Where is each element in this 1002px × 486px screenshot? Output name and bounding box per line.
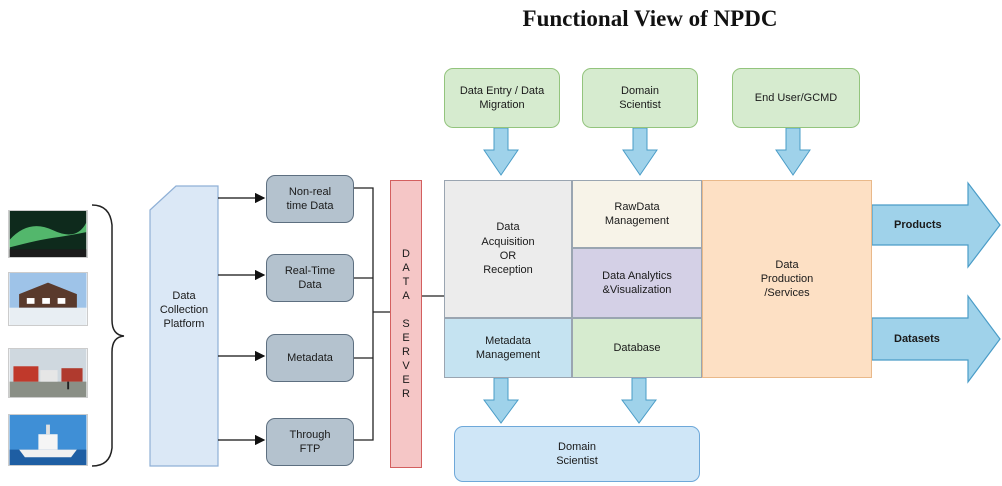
data-server-letter: R: [402, 388, 410, 400]
metadata-box: Metadata: [266, 334, 354, 382]
station-building-photo: [8, 272, 88, 326]
products-label: Products: [894, 219, 942, 231]
non-real-time-data-box: Non-real time Data: [266, 175, 354, 223]
products-arrow: [871, 181, 1001, 269]
down-arrow-data-entry: [483, 127, 519, 176]
data-server-letter: T: [402, 276, 410, 288]
metadata-management-module: Metadata Management: [444, 318, 572, 378]
diagram-title: Functional View of NPDC: [522, 6, 778, 31]
data-analytics-visualization-module: Data Analytics &Visualization: [572, 248, 702, 318]
down-arrow-domain-scientist: [622, 127, 658, 176]
photo-group-bracket: [91, 204, 125, 467]
data-server-letter: E: [402, 332, 410, 344]
data-server-bar: D A T A S E R V E R: [390, 180, 422, 468]
data-acquisition-module: Data Acquisition OR Reception: [444, 180, 572, 318]
data-collection-platform: Data Collection Platform: [159, 289, 209, 331]
data-server-letter: A: [402, 262, 410, 274]
through-ftp-box: Through FTP: [266, 418, 354, 466]
end-user-gcmd-box: End User/GCMD: [732, 68, 860, 128]
research-vessel-photo: [8, 414, 88, 466]
database-module: Database: [572, 318, 702, 378]
data-server-letter: S: [402, 318, 410, 330]
feeds-to-server-bracket: [354, 187, 390, 441]
datasets-arrow: [871, 294, 1001, 384]
datasets-label: Datasets: [894, 333, 940, 345]
rawdata-management-module: RawData Management: [572, 180, 702, 248]
data-entry-migration-box: Data Entry / Data Migration: [444, 68, 560, 128]
domain-scientist-bottom-box: Domain Scientist: [454, 426, 700, 482]
real-time-data-box: Real-Time Data: [266, 254, 354, 302]
down-arrow-database-to-scientist: [621, 377, 657, 424]
aurora-photo: [8, 210, 88, 258]
data-server-letter: V: [402, 360, 410, 372]
down-arrow-metadata-to-scientist: [483, 377, 519, 424]
research-base-photo: [8, 348, 88, 398]
down-arrow-end-user: [775, 127, 811, 176]
data-server-letter: E: [402, 374, 410, 386]
data-production-services-module: Data Production /Services: [702, 180, 872, 378]
domain-scientist-top-box: Domain Scientist: [582, 68, 698, 128]
data-server-letter: D: [402, 248, 410, 260]
data-server-letter: A: [402, 290, 410, 302]
platform-shape: [149, 185, 219, 467]
data-server-letter: R: [402, 346, 410, 358]
